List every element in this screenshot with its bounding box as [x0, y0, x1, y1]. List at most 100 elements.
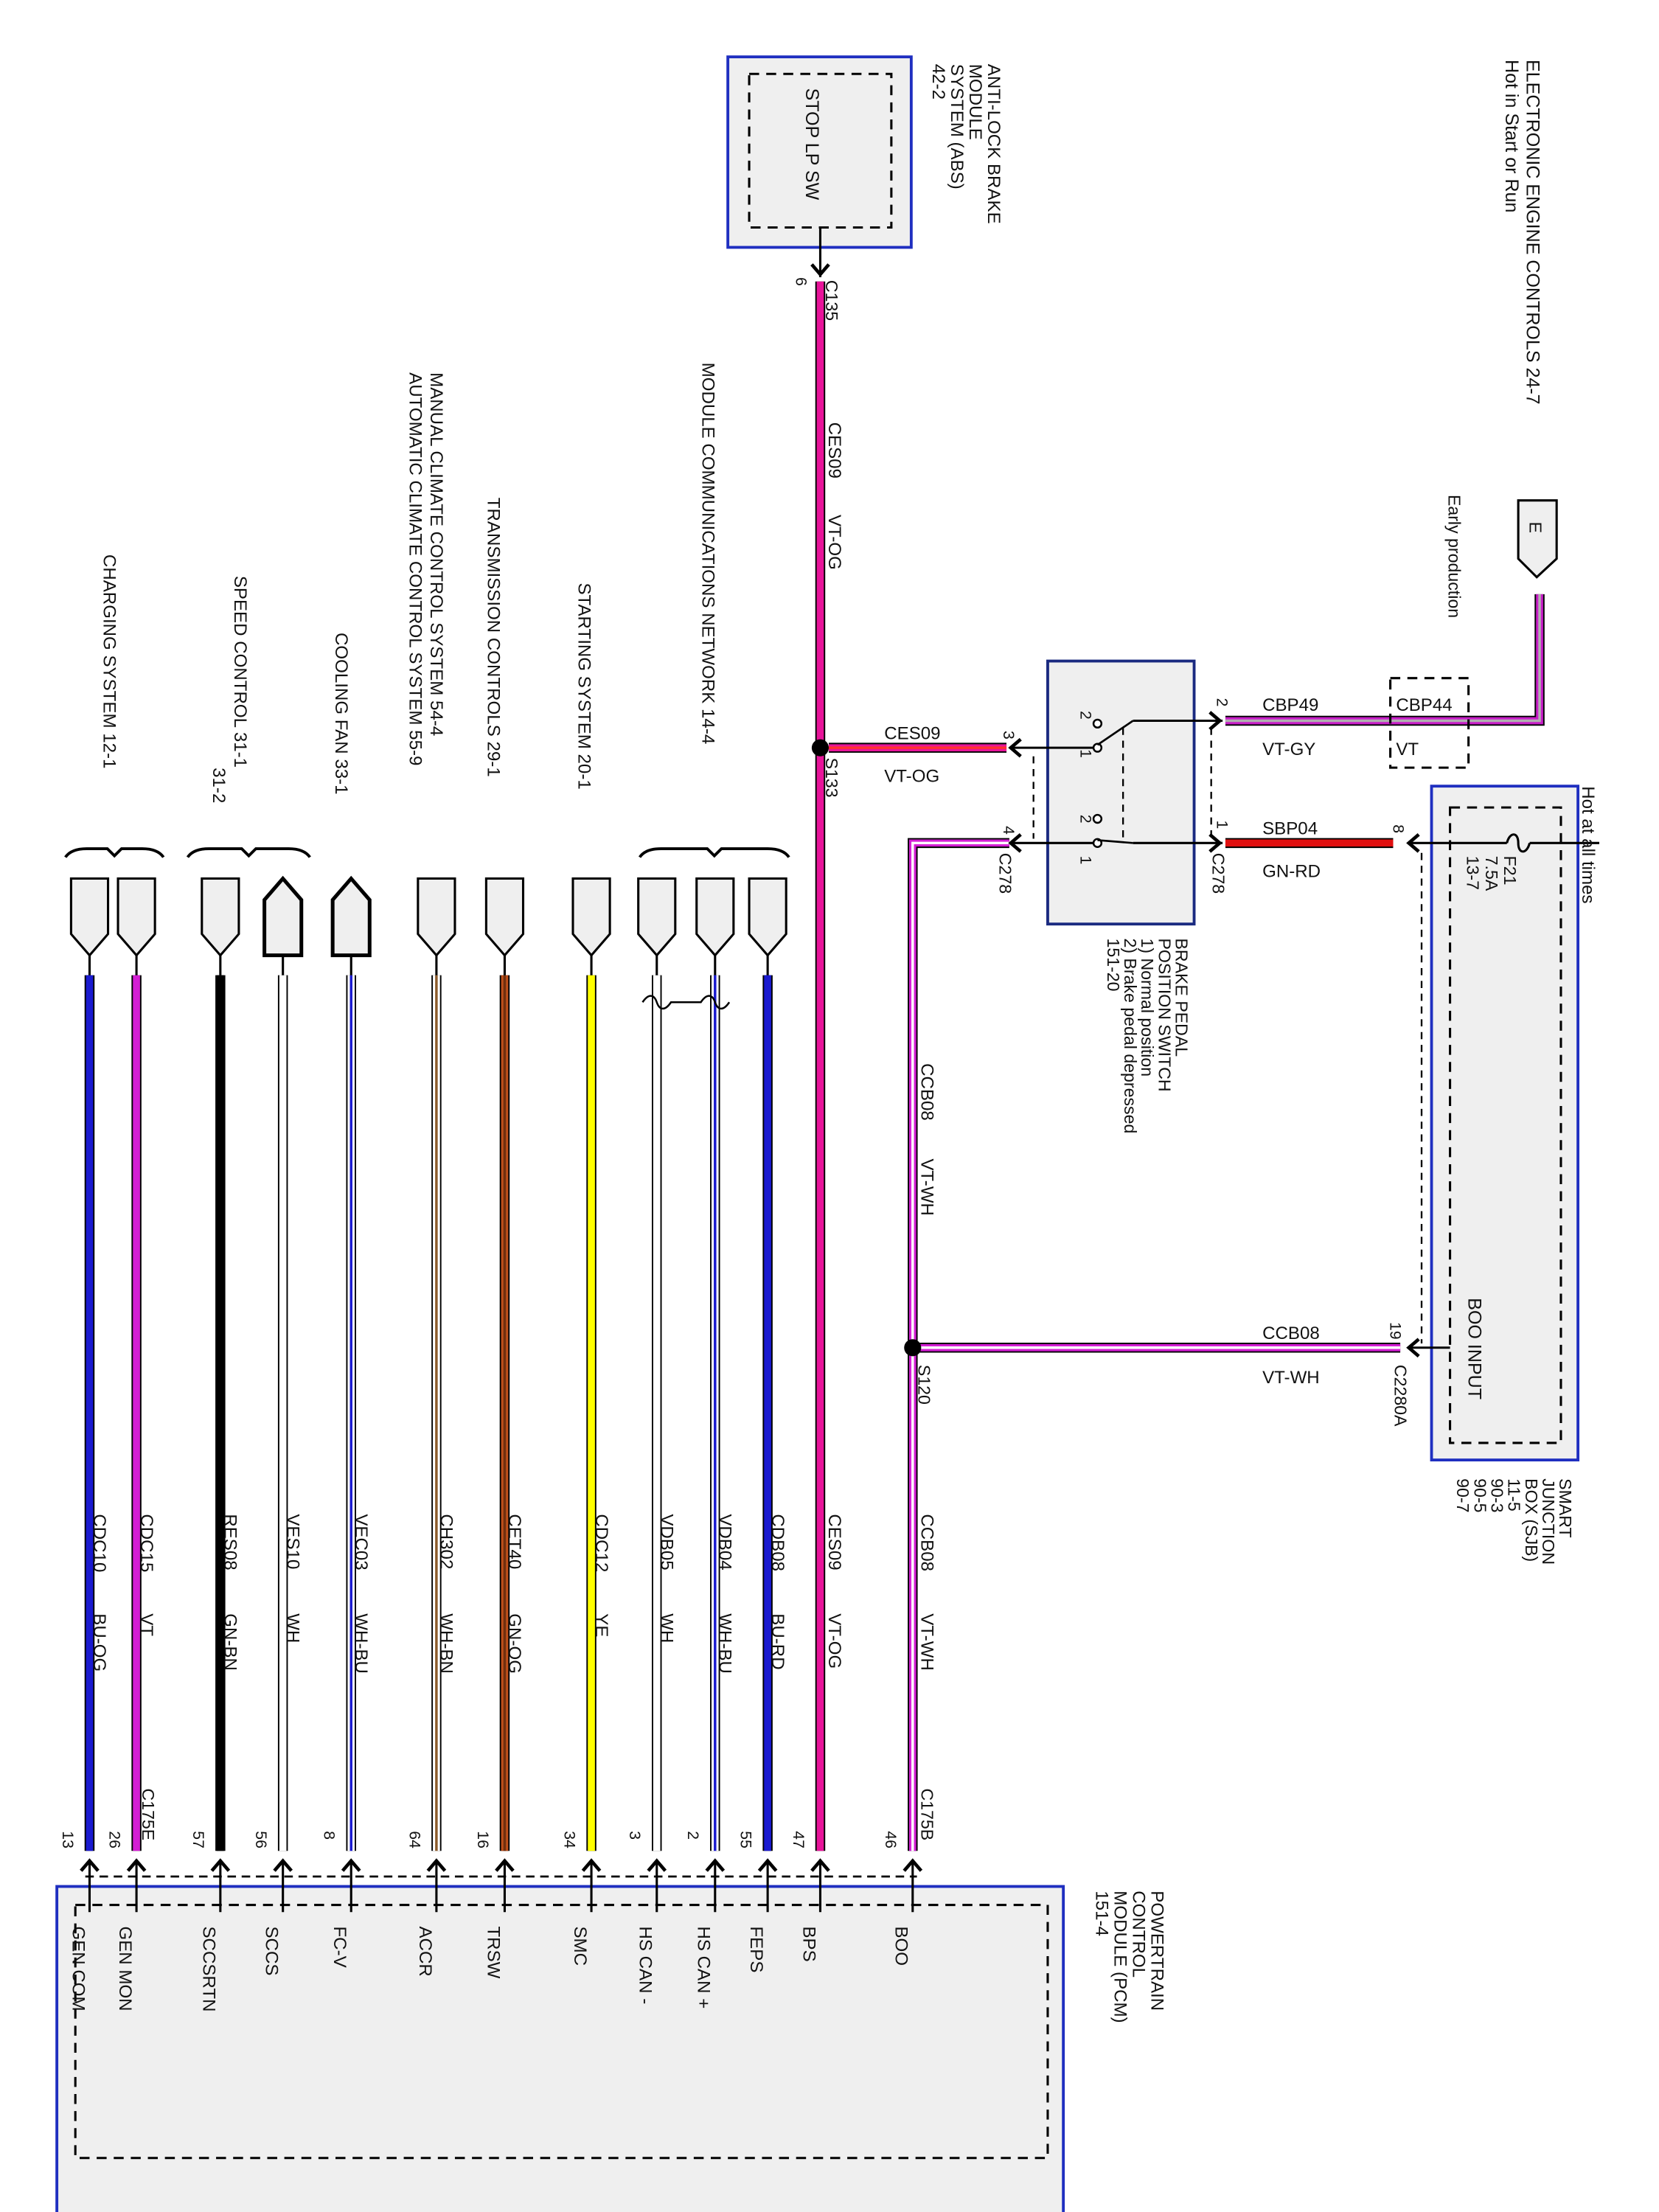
pcm-signal-label: SMC — [570, 1926, 590, 1966]
wire-code-label: CCB08 — [917, 1514, 936, 1571]
pcm-signal-label: SCCSRTN — [199, 1926, 219, 2011]
sjb-inner — [1449, 806, 1562, 1444]
wire-code-label: CDB08 — [768, 1514, 787, 1571]
wire-ccb08-vertical — [908, 838, 1009, 1851]
branch-group-label: STARTING SYSTEM 20-1 — [574, 582, 594, 789]
sjb-label-line: 90-7 — [1453, 1478, 1472, 1512]
inline-connector-down-icon — [69, 877, 110, 957]
switch-lever-upper — [1096, 720, 1134, 746]
inline-connector-down-icon — [748, 877, 787, 957]
wire-color-label: GN-OG — [504, 1613, 524, 1674]
splice-s120-icon — [904, 1339, 922, 1357]
pin-4-label: 4 — [1000, 826, 1017, 835]
switch-contact-icon — [1092, 813, 1103, 824]
wire-ccb08-color: VT-WH — [917, 1158, 936, 1216]
pcm-pin-number: 55 — [737, 1831, 754, 1848]
inline-connector-down-icon — [417, 877, 456, 957]
abs-module-label-line: SYSTEM (ABS) — [947, 64, 967, 189]
sjb-label-line: 90-5 — [1470, 1478, 1489, 1512]
wire-code-label: VES10 — [282, 1514, 302, 1569]
wire-code-label: CET40 — [504, 1514, 524, 1569]
wire-color-label: VT — [136, 1613, 156, 1636]
wire-color-label: WH-BU — [351, 1613, 371, 1674]
pcm-pin-number: 47 — [790, 1831, 807, 1848]
pin-19-label: 19 — [1387, 1322, 1404, 1340]
pcm-signal-label: FEPS — [746, 1926, 766, 1972]
brake-switch-label-line: 2) Brake pedal depressed — [1121, 938, 1140, 1133]
wire-color-label: GN-BN — [220, 1613, 240, 1671]
wire-code-label: VDB05 — [657, 1514, 677, 1570]
wire-cbp49-code: CBP49 — [1262, 695, 1318, 715]
splice-s133-icon — [811, 739, 830, 757]
inline-connector-down-icon — [484, 877, 525, 957]
pcm-label-line: POWERTRAIN — [1147, 1891, 1167, 2011]
inline-connector-up-icon — [262, 875, 304, 958]
wire-cbp44-color: VT — [1396, 740, 1419, 759]
branch-group-label: SPEED CONTROL 31-1 — [230, 576, 250, 768]
wire-color-label: WH-BU — [715, 1613, 735, 1674]
wire-ccb08-vertical-stripe — [911, 841, 1009, 1851]
wire-ccb08-h-code: CCB08 — [1262, 1324, 1320, 1343]
wire-color-label: YE — [591, 1613, 611, 1637]
pcm-signal-label: BOO — [891, 1926, 911, 1966]
pcm-signal-label: SCCS — [262, 1926, 282, 1975]
pcm-pin-number: 34 — [560, 1831, 577, 1848]
pcm-label-line: MODULE (PCM) — [1110, 1891, 1130, 2023]
wire-color-label: VT-OG — [824, 1613, 844, 1669]
connector-c175b-label: C175B — [917, 1788, 936, 1840]
wire-code-label: CDC10 — [89, 1514, 109, 1572]
pin-6-label: 6 — [793, 277, 810, 286]
stop-lamp-switch-label: STOP LP SW — [801, 88, 822, 201]
switch-pin4-arrow-icon — [1008, 832, 1022, 853]
switch-contact-label: 2 — [1077, 815, 1093, 824]
wire-cbp49-color: VT-GY — [1262, 740, 1315, 759]
branch-group-label: MODULE COMMUNICATIONS NETWORK 14-4 — [698, 363, 717, 745]
pcm-pin-number: 46 — [882, 1831, 899, 1848]
wire-code-label: CDC12 — [591, 1514, 611, 1572]
switch-contact-label: 1 — [1077, 856, 1093, 865]
splice-s120-label: S120 — [915, 1365, 934, 1405]
wire-ces09-branch-code: CES09 — [884, 724, 940, 744]
inline-connector-down-icon — [695, 877, 735, 957]
switch-contact-label: 1 — [1077, 749, 1093, 758]
wire-color-label: VT-WH — [917, 1613, 936, 1671]
wire-color-label: BU-OG — [89, 1613, 109, 1672]
pcm-pin-number: 16 — [474, 1831, 491, 1848]
pcm-pin-number: 57 — [189, 1831, 206, 1848]
inline-connector-up-icon — [330, 875, 372, 958]
sjb-label-line: 90-3 — [1487, 1478, 1506, 1512]
wires-layer — [84, 281, 1545, 1851]
wire-sbp04-code: SBP04 — [1262, 819, 1318, 839]
pcm-signal-label: HS CAN + — [694, 1926, 714, 2008]
branch-group-label: COOLING FAN 33-1 — [331, 633, 351, 795]
wire-code-label: RES08 — [220, 1514, 240, 1570]
wire-cbp49 — [1225, 594, 1545, 726]
switch-contact-label: 2 — [1077, 711, 1093, 720]
wire-color-label: BU-RD — [768, 1613, 787, 1669]
brace-charging-icon — [64, 847, 165, 858]
wire-cbp44-code: CBP44 — [1396, 695, 1452, 715]
switch-contact-icon — [1092, 718, 1103, 729]
pcm-signal-label: HS CAN - — [636, 1926, 655, 2004]
brake-pedal-switch-box — [1046, 659, 1196, 926]
pcm-signal-label: GEN MON — [115, 1926, 135, 2011]
abs-module-box — [726, 55, 913, 249]
eec-label-line: Hot in Start or Run — [1501, 60, 1522, 212]
brake-switch-label-line: POSITION SWITCH — [1155, 938, 1174, 1091]
wire-sbp04-color: GN-RD — [1262, 862, 1321, 882]
pcm-label-line: CONTROL — [1129, 1891, 1149, 1978]
early-production-label: Early production — [1445, 495, 1464, 618]
pin-8-label: 8 — [1389, 824, 1406, 833]
pcm-signal-label: TRSW — [483, 1926, 503, 1978]
sjb-label-line: JUNCTION — [1539, 1478, 1558, 1565]
pcm-signal-label: FC-V — [330, 1926, 349, 1967]
branch-group-label: CHARGING SYSTEM 12-1 — [100, 554, 119, 769]
wire-ces09-branch-color: VT-OG — [884, 766, 939, 786]
abs-module-label-line: MODULE — [965, 64, 985, 140]
hot-at-all-times-label: Hot at all times — [1578, 786, 1598, 903]
pcm-pin-number: 3 — [626, 1831, 643, 1840]
wire-code-label: CDC15 — [136, 1514, 156, 1572]
brake-switch-label-line: 151-20 — [1104, 938, 1123, 991]
switch-pin1-arrow-icon — [1208, 832, 1222, 853]
